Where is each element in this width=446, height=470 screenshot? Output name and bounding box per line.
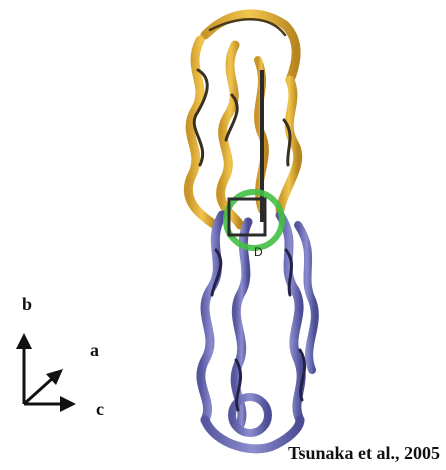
axis-label-b: b (22, 294, 32, 315)
axis-label-c: c (96, 399, 104, 420)
axis-label-a: a (90, 340, 99, 361)
axis-arrows (16, 333, 76, 412)
callout-label-d: D (254, 245, 263, 259)
figure-credit: Tsunaka et al., 2005 (288, 443, 440, 464)
